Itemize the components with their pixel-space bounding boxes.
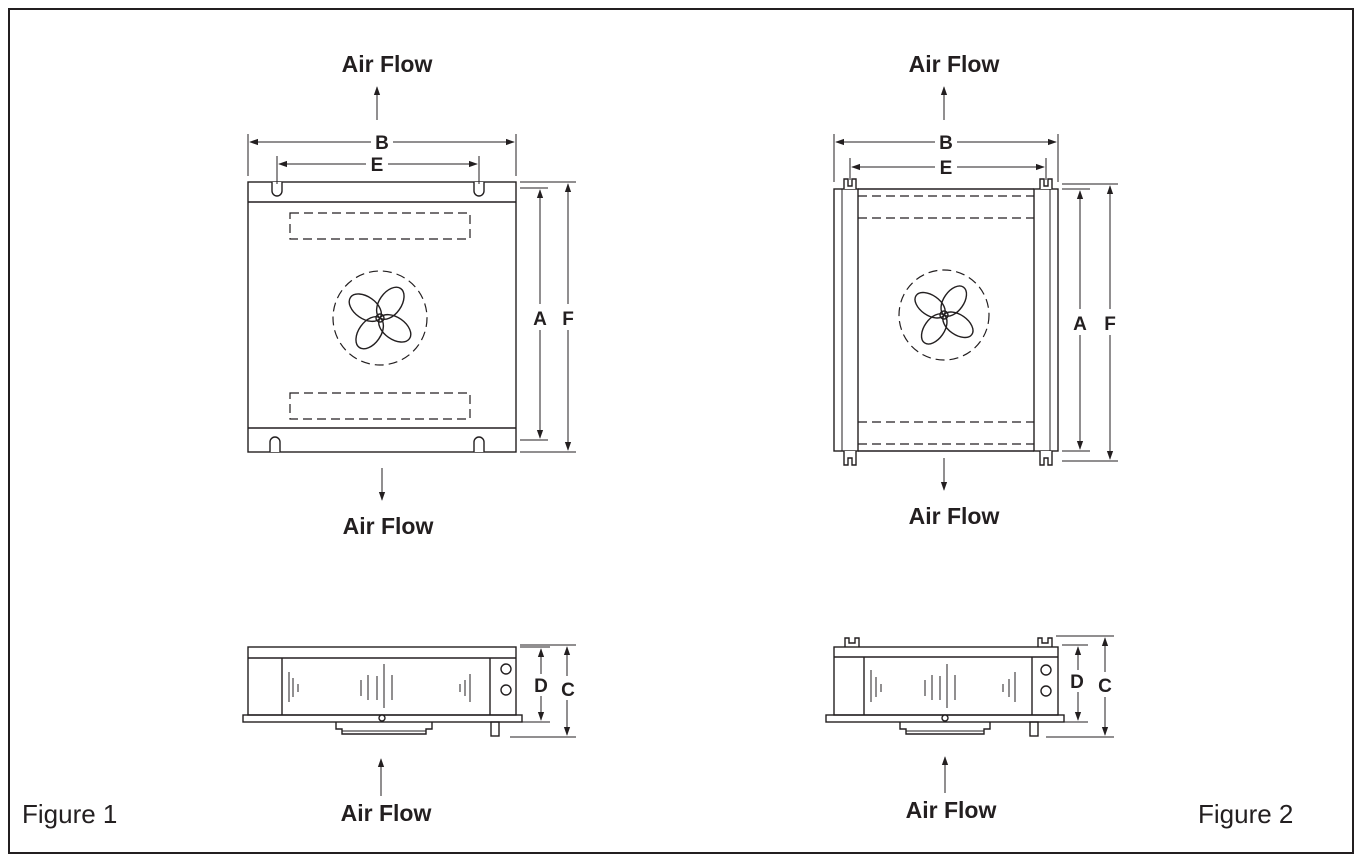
fig1-airflow-side-label: Air Flow: [341, 800, 432, 826]
fig1-mount-slot: [271, 182, 283, 197]
fig1-mount-slot: [473, 436, 485, 452]
fig2-drain-fitting: [1029, 721, 1039, 737]
fig2-dim-d-label: D: [1070, 672, 1084, 693]
fig2-dim-b-label: B: [939, 133, 953, 154]
fig1-dim-f-label: F: [562, 309, 574, 330]
fig2-mount-tab: [1039, 178, 1053, 189]
fig1-dim-a-label: A: [533, 309, 547, 330]
fig2-fan-guard: [899, 722, 991, 735]
figure-1-top-view: Air Flow B E: [247, 51, 576, 539]
fig1-connection-port: [500, 684, 512, 696]
fig1-connection-port: [500, 663, 512, 675]
fig1-drain-fitting: [490, 721, 500, 737]
fig2-connection-port: [1040, 685, 1052, 697]
fig2-dim-f-label: F: [1104, 314, 1116, 335]
fig1-airflow-top-label: Air Flow: [342, 51, 433, 77]
figure-2-top-view: Air Flow B: [833, 51, 1118, 529]
fig2-dim-e-label: E: [940, 158, 953, 179]
drawing-frame: [8, 8, 1354, 854]
fig1-fan-icon: [332, 270, 428, 366]
fig2-fin-marks: [870, 664, 1016, 708]
figure-2-caption: Figure 2: [1198, 799, 1293, 829]
fig1-mount-slot: [269, 436, 281, 452]
fig1-hidden-coil-panel: [289, 392, 471, 420]
fig2-left-flange: [833, 188, 859, 452]
fig1-dim-b-label: B: [375, 133, 389, 154]
figure-1-side-view: D C Air Flow: [242, 644, 576, 826]
fig2-dim-a-label: A: [1073, 314, 1087, 335]
fig2-dim-c-label: C: [1098, 676, 1112, 697]
figure-1-caption: Figure 1: [22, 799, 117, 829]
fig1-dim-d-label: D: [534, 676, 548, 697]
fig1-dim-c-label: C: [561, 680, 575, 701]
fig2-right-flange: [1033, 188, 1059, 452]
fig1-dim-e-label: E: [371, 155, 384, 176]
fig2-mount-tab: [1039, 451, 1053, 466]
fig2-pan-rivet: [941, 714, 949, 722]
fig1-mount-slot: [473, 182, 485, 197]
fig1-side-housing: [247, 646, 517, 716]
fig1-housing-outline: [247, 181, 517, 453]
fig1-fin-marks: [288, 664, 471, 708]
fig2-airflow-bottom-label: Air Flow: [909, 503, 1000, 529]
fig1-fan-guard: [335, 722, 433, 735]
fig1-airflow-bottom-label: Air Flow: [343, 513, 434, 539]
fig2-fan-icon: [898, 269, 990, 361]
fig2-airflow-top-label: Air Flow: [909, 51, 1000, 77]
fig2-mount-tab: [843, 451, 857, 466]
fig2-mount-tab: [843, 178, 857, 189]
figure-2-side-view: D C Air Flow: [825, 635, 1114, 823]
fig2-side-tab: [1037, 637, 1053, 647]
fig2-connection-port: [1040, 664, 1052, 676]
fig1-hidden-coil-panel: [289, 212, 471, 240]
fig2-side-tab: [844, 637, 860, 647]
fig1-pan-rivet: [378, 714, 386, 722]
fig2-airflow-side-label: Air Flow: [906, 797, 997, 823]
